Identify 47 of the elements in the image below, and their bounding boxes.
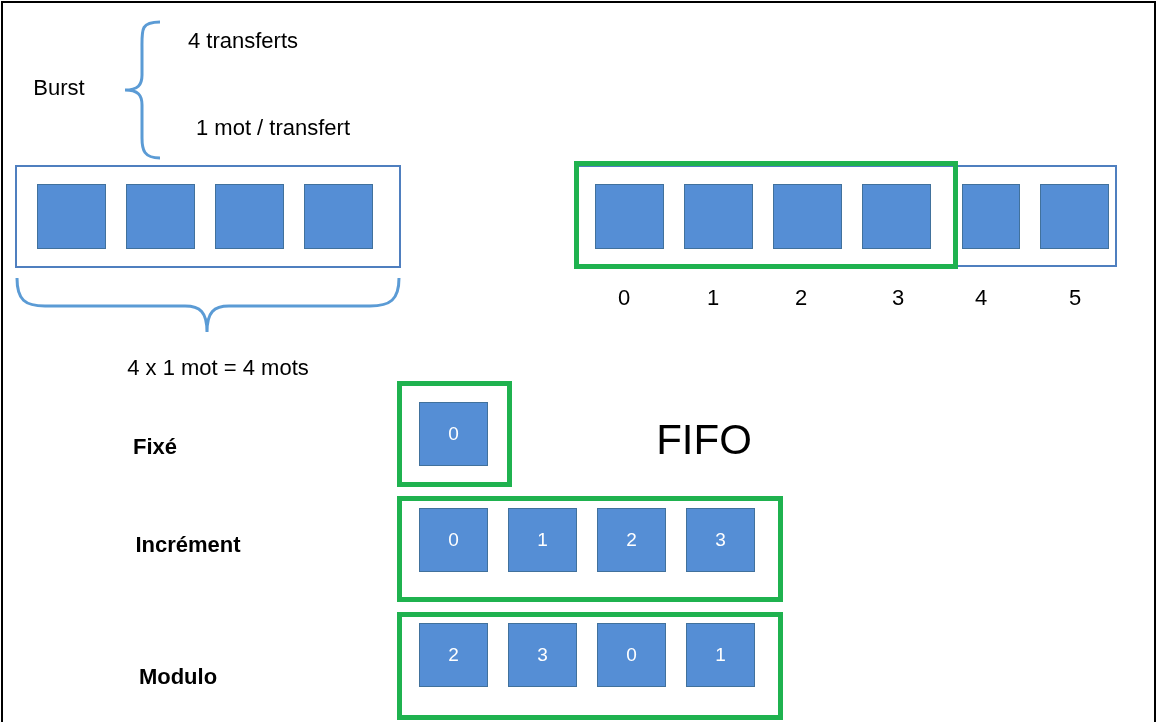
data-square (773, 184, 842, 249)
title-label: FIFO (656, 416, 752, 464)
index-number: 0 (617, 285, 631, 311)
data-square (597, 623, 666, 687)
mode-label: Modulo (138, 664, 218, 690)
data-square (686, 508, 755, 572)
index-number: 4 (974, 285, 988, 311)
data-square (419, 402, 488, 466)
container-box (15, 165, 401, 268)
data-square (686, 623, 755, 687)
mode-label: Incrément (135, 532, 241, 558)
square-number: 0 (448, 423, 459, 445)
square-number: 1 (537, 529, 548, 551)
data-square (597, 508, 666, 572)
data-square (962, 184, 1020, 249)
data-square (37, 184, 106, 249)
mode-label: Fixé (133, 434, 177, 460)
highlight-frame (574, 161, 958, 269)
highlight-frame (397, 496, 783, 602)
square-number: 2 (626, 529, 637, 551)
data-square (1040, 184, 1109, 249)
data-square (508, 623, 577, 687)
square-number: 2 (448, 644, 459, 666)
data-square (419, 508, 488, 572)
data-square (508, 508, 577, 572)
index-number: 5 (1068, 285, 1082, 311)
index-number: 2 (794, 285, 808, 311)
data-square (684, 184, 753, 249)
data-square (595, 184, 664, 249)
square-number: 3 (537, 644, 548, 666)
square-number: 3 (715, 529, 726, 551)
square-number: 0 (626, 644, 637, 666)
data-square (304, 184, 373, 249)
data-square (126, 184, 195, 249)
square-number: 0 (448, 529, 459, 551)
index-number: 3 (891, 285, 905, 311)
data-square (419, 623, 488, 687)
text-label: 1 mot / transfert (195, 115, 351, 141)
data-square (862, 184, 931, 249)
text-label: 4 transferts (188, 28, 298, 54)
index-number: 1 (706, 285, 720, 311)
highlight-frame (397, 612, 783, 720)
text-label: Burst (33, 75, 85, 101)
text-label: 4 x 1 mot = 4 mots (127, 355, 309, 381)
highlight-frame (397, 381, 512, 487)
square-number: 1 (715, 644, 726, 666)
data-square (215, 184, 284, 249)
